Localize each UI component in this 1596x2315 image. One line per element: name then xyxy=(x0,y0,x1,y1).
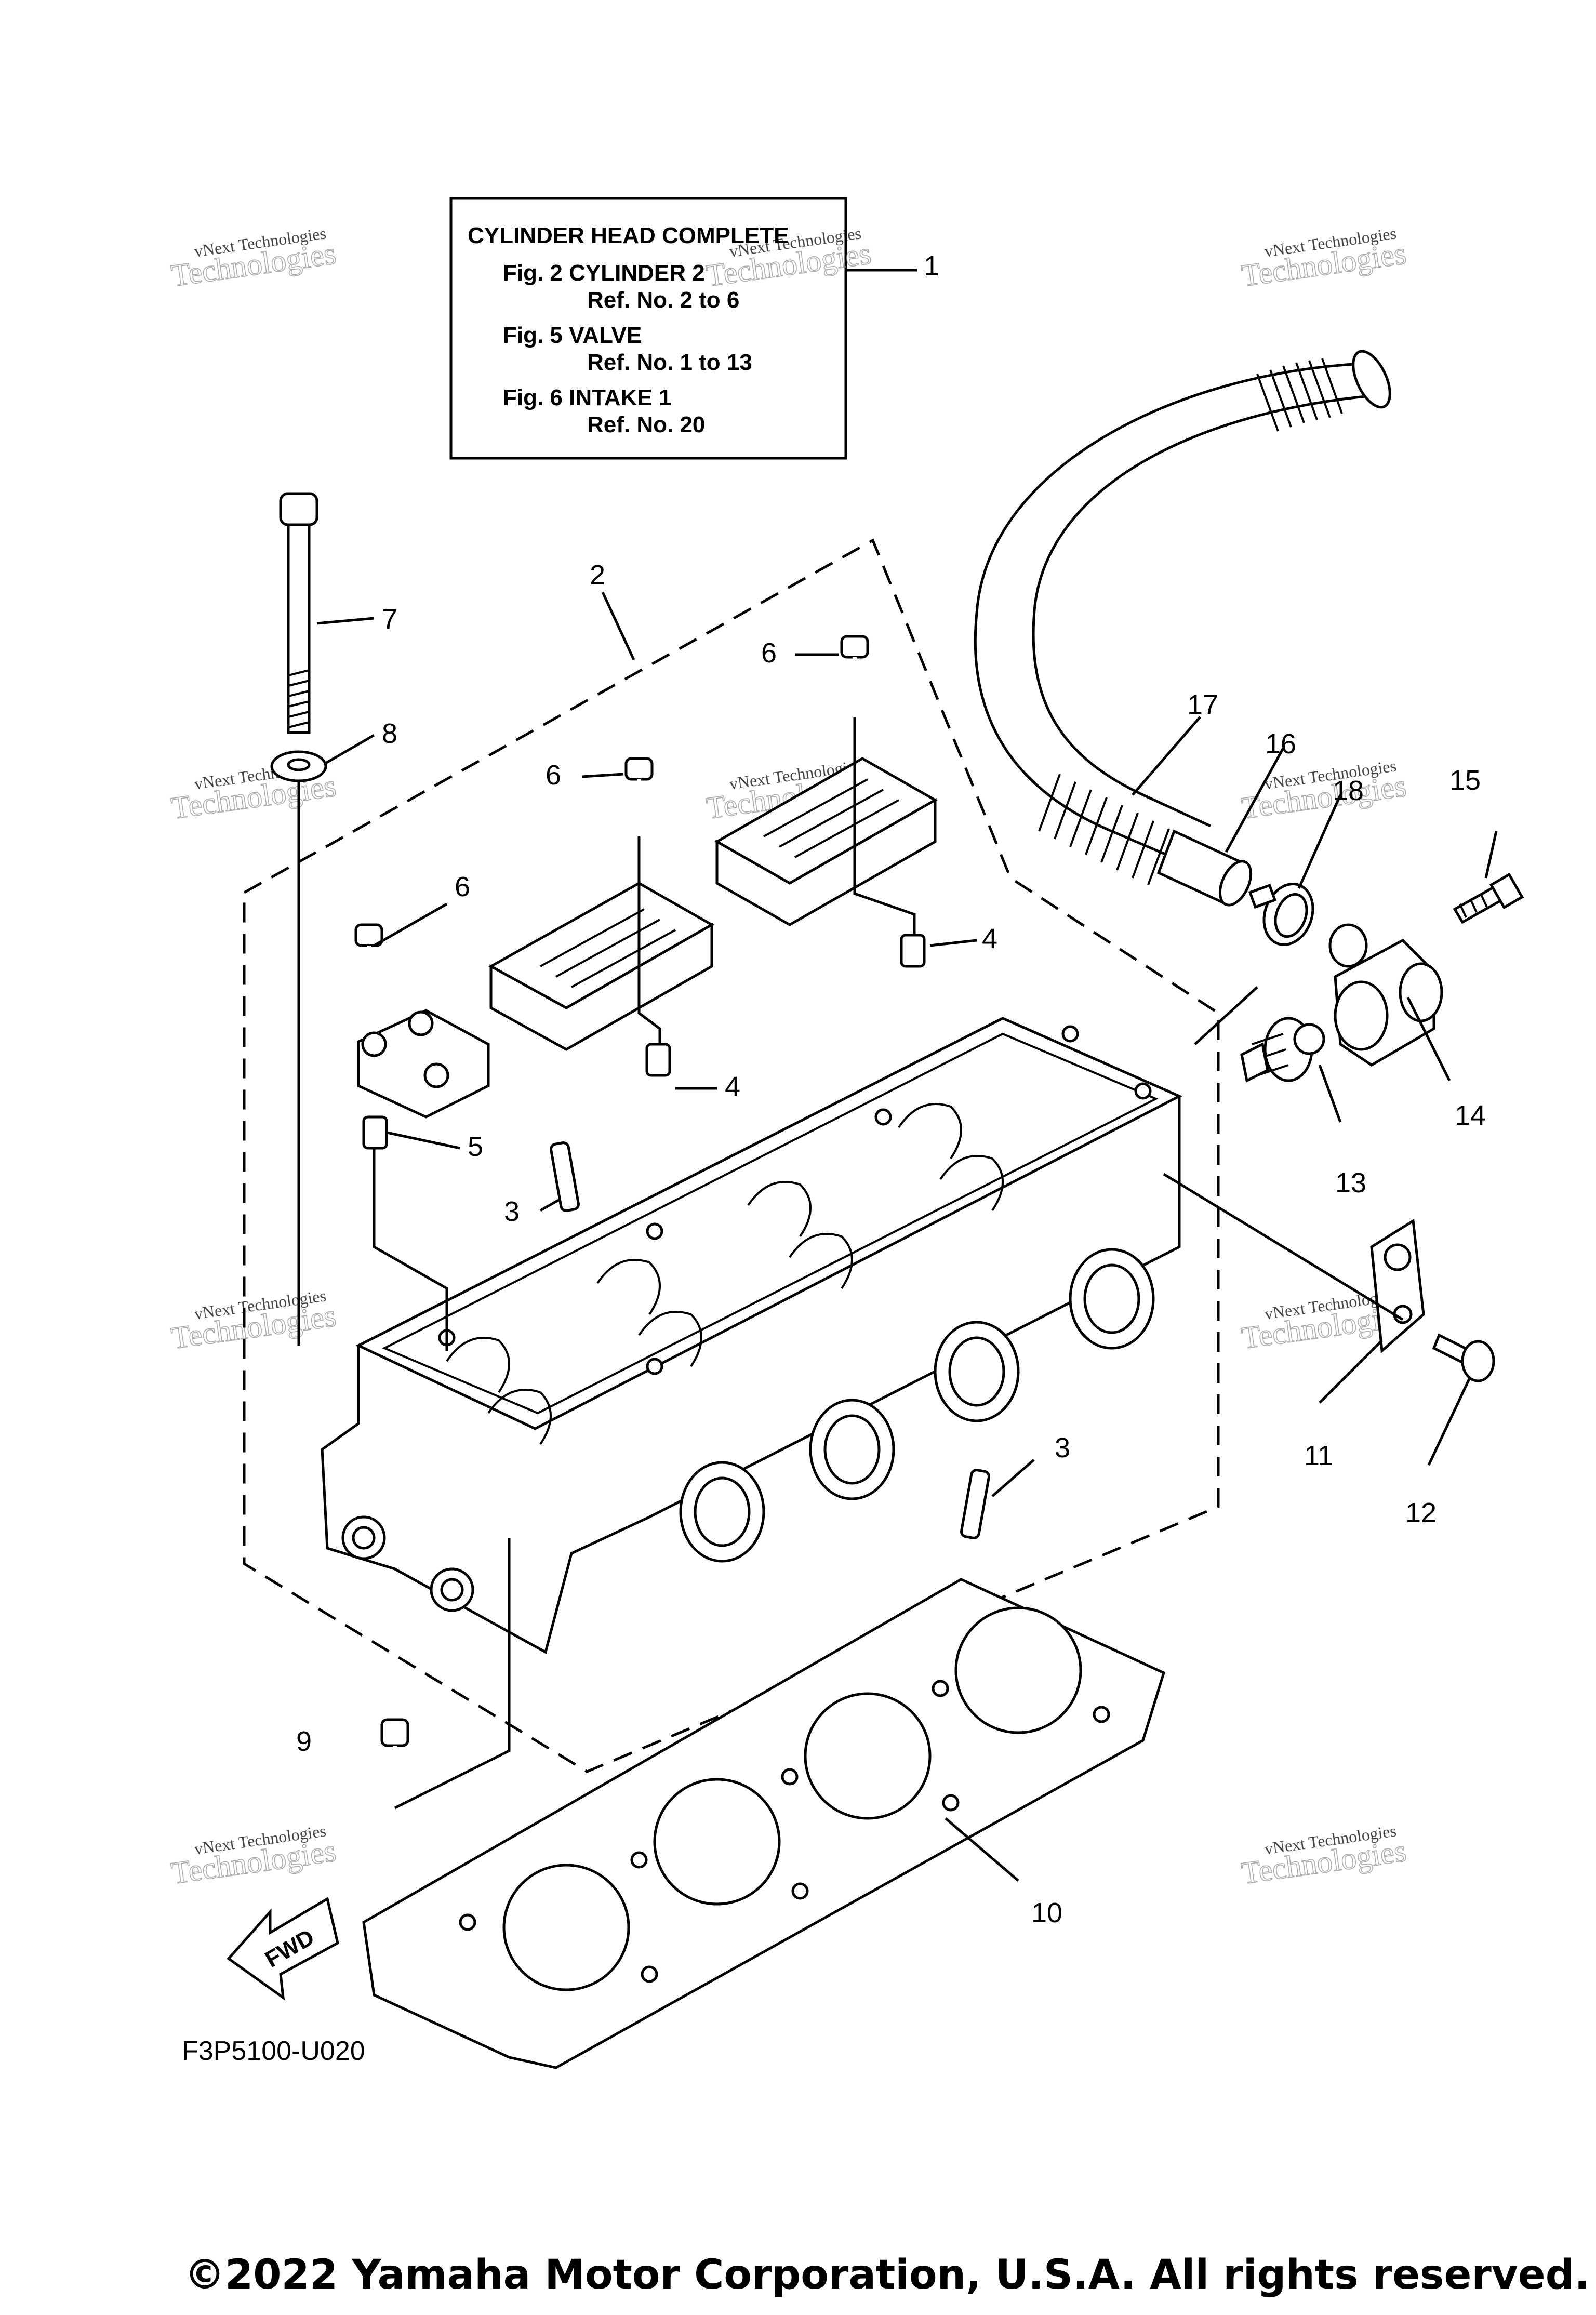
callout-9: 9 xyxy=(296,1726,312,1757)
washer-8 xyxy=(270,750,327,782)
hose-ribs-upper xyxy=(1256,358,1343,432)
callout-13: 13 xyxy=(1335,1167,1366,1199)
callout-labels: 1 2 3 3 4 4 5 6 6 6 7 8 9 10 11 12 13 14… xyxy=(296,250,1486,1928)
diagram-code: F3P5100-U020 xyxy=(182,2036,365,2066)
pin-3-lower xyxy=(960,1469,990,1539)
callout-2: 2 xyxy=(590,560,605,591)
callout-3-upper: 3 xyxy=(504,1196,520,1227)
bolt-6-middle xyxy=(624,757,654,836)
callout-3-lower: 3 xyxy=(1055,1432,1070,1463)
thermostat-cover xyxy=(1328,923,1443,1067)
gasket-bolt-holes xyxy=(459,1680,1110,1983)
thermostat xyxy=(1240,1017,1325,1083)
callout-12: 12 xyxy=(1405,1497,1437,1528)
info-box-line-6: Ref. No. 20 xyxy=(587,412,705,437)
callout-4-upper: 4 xyxy=(982,923,998,954)
info-box-line-1: Fig. 2 CYLINDER 2 xyxy=(503,260,705,286)
info-box-line-5: Fig. 6 INTAKE 1 xyxy=(503,385,671,410)
cover-gasket xyxy=(1370,1218,1425,1354)
watermarks: vNext Technologies Technologies vNext Te… xyxy=(169,223,1409,1891)
callout-11: 11 xyxy=(1304,1440,1333,1471)
cylinder-head xyxy=(321,1017,1182,1654)
callout-7: 7 xyxy=(382,604,397,635)
callout-6-front: 6 xyxy=(455,871,470,902)
bolt-15 xyxy=(1453,872,1524,924)
info-box-line-2: Ref. No. 2 to 6 xyxy=(587,287,739,313)
water-hose xyxy=(974,350,1391,885)
callout-6-rear: 6 xyxy=(761,637,777,669)
info-box-line-3: Fig. 5 VALVE xyxy=(503,323,642,348)
hose-ribs-lower xyxy=(1038,774,1170,885)
callout-15: 15 xyxy=(1449,765,1481,796)
callout-1: 1 xyxy=(924,250,939,282)
camshaft-cap-front xyxy=(357,1009,490,1119)
callout-10: 10 xyxy=(1031,1897,1062,1928)
bolt-12 xyxy=(1432,1333,1495,1382)
info-box-line-4: Ref. No. 1 to 13 xyxy=(587,350,752,375)
callout-5: 5 xyxy=(468,1131,483,1162)
dowel-pin-4a xyxy=(645,1043,671,1077)
assembly-outline xyxy=(243,538,1220,1773)
bolt-6-rear xyxy=(840,635,869,714)
info-box: CYLINDER HEAD COMPLETE Fig. 2 CYLINDER 2… xyxy=(449,197,917,460)
callout-14: 14 xyxy=(1455,1100,1486,1131)
bolt-9 xyxy=(380,1718,409,1808)
camshaft-cap-middle xyxy=(488,882,715,1051)
dowel-pin-4b xyxy=(900,934,926,968)
fwd-arrow: FWD xyxy=(227,1897,339,2001)
callout-8: 8 xyxy=(382,718,397,749)
callout-6-middle: 6 xyxy=(546,760,561,791)
bolt-6-left xyxy=(354,923,383,992)
long-bolt-7 xyxy=(279,492,318,734)
port-openings xyxy=(679,1248,1155,1563)
callout-17: 17 xyxy=(1187,689,1218,721)
leader-lines xyxy=(297,591,1498,1882)
callout-4-lower: 4 xyxy=(725,1071,740,1102)
info-box-title: CYLINDER HEAD COMPLETE xyxy=(468,223,789,248)
dowel-pin-5 xyxy=(362,1115,388,1150)
copyright-notice: ©2022 Yamaha Motor Corporation, U.S.A. A… xyxy=(184,2252,1590,2298)
hose-clamp xyxy=(1248,883,1314,946)
pin-3-upper xyxy=(550,1141,580,1212)
callout-18: 18 xyxy=(1333,775,1364,806)
callout-16: 16 xyxy=(1265,728,1296,760)
joint-pipe xyxy=(1156,829,1253,907)
camshaft-cap-rear xyxy=(714,757,938,926)
head-gasket xyxy=(362,1578,1166,2069)
